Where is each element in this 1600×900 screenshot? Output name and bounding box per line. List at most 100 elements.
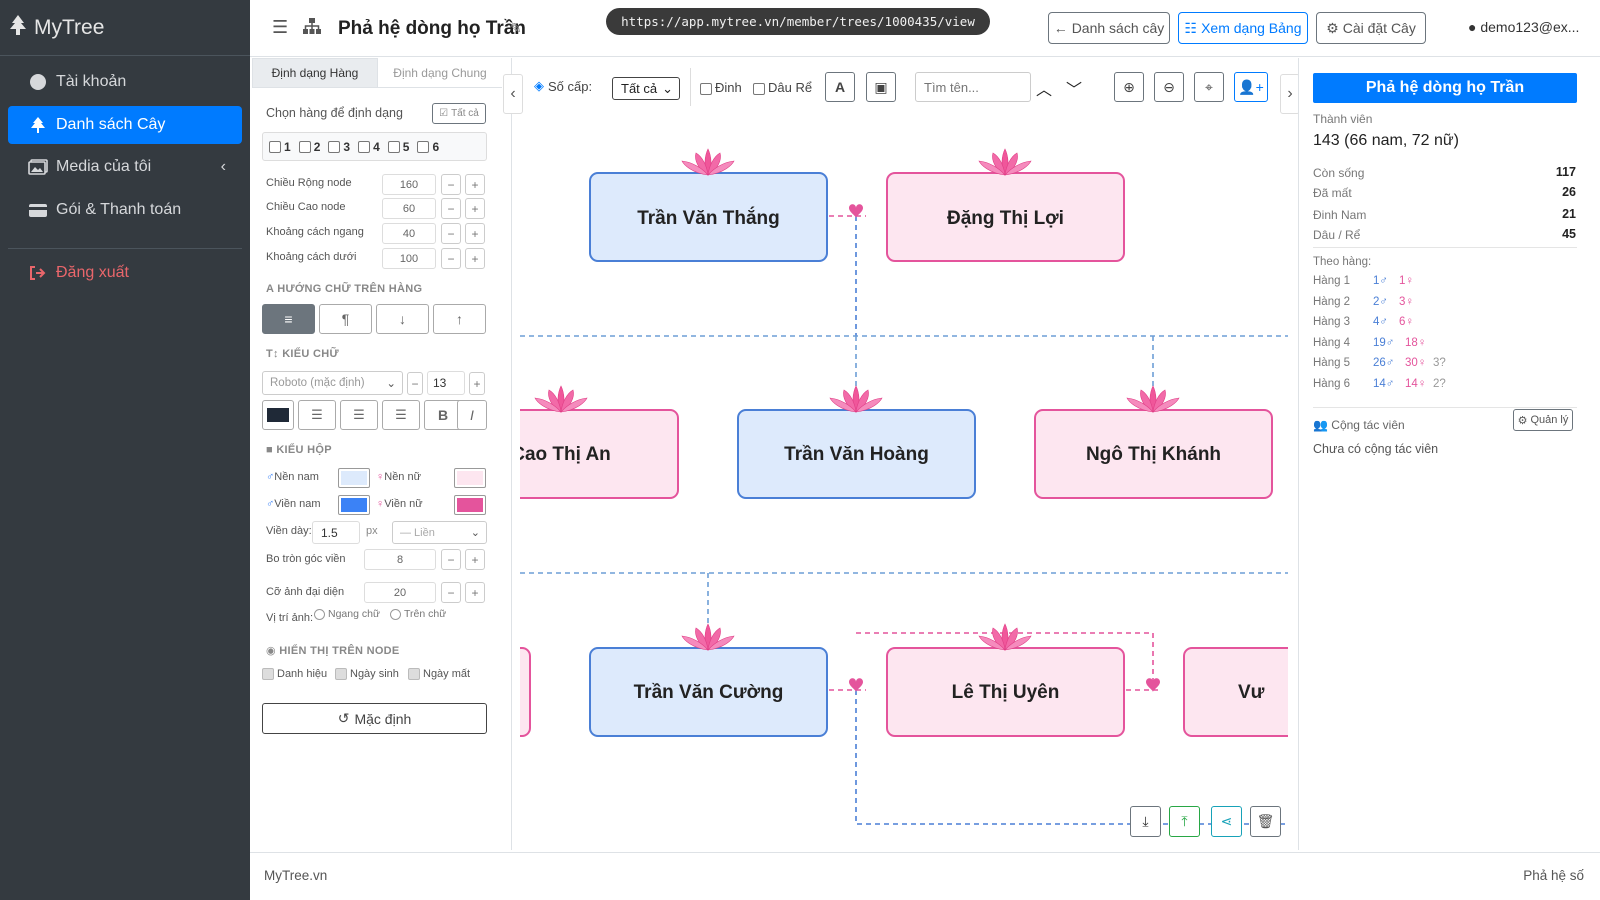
row-checkbox-2[interactable]: 2 [298,140,320,154]
hamburger-icon[interactable]: ☰ [272,17,289,37]
person-node[interactable]: Lê Thị Uyên [886,647,1125,737]
avatar-pos-vertical-radio[interactable]: Trên chữ [390,608,446,620]
border-style-select[interactable]: — Liền ⌄ [392,521,487,544]
nav-account[interactable]: Tài khoản [8,63,242,101]
show-title-checkbox[interactable]: Danh hiệu [262,668,327,681]
eye-icon: ◉ [266,645,280,657]
align-left-button[interactable]: ☰ [298,400,336,430]
row-checkbox-4[interactable]: 4 [358,140,380,154]
select-all-button[interactable]: ☑ Tất cả [432,103,486,124]
font-family-select[interactable]: Roboto (mặc định) ⌄ [262,371,403,395]
download-button[interactable]: ⤓ [1130,806,1161,837]
center-view-button[interactable]: ⌖ [1194,72,1224,102]
row-checkbox-1[interactable]: 1 [269,140,291,154]
search-next-button[interactable]: ﹀ [1066,76,1082,100]
text-dir-up-button[interactable]: ↑ [433,304,486,334]
levels-select[interactable]: Tất cả ⌄ [612,77,680,100]
delete-button[interactable]: 🗑 [1250,806,1281,837]
person-node[interactable]: Vư [1183,647,1288,737]
h-gap-minus[interactable]: − [441,223,461,244]
tab-general-format[interactable]: Định dạng Chung [393,66,487,80]
show-birth-checkbox[interactable]: Ngày sinh [335,668,399,681]
nav-billing[interactable]: Gói & Thanh toán [8,191,242,229]
search-prev-button[interactable]: ︿ [1036,76,1052,100]
collapse-left-panel-button[interactable]: ‹ [503,74,523,114]
brand[interactable]: MyTree [0,0,250,56]
upload-button[interactable]: ⤒ [1169,806,1200,837]
node-height-minus[interactable]: − [441,198,461,219]
italic-button[interactable]: I [457,400,487,430]
tab-row-format[interactable]: Định dạng Hàng [252,58,378,88]
tree-settings-button[interactable]: ⚙ Cài đặt Cây [1316,12,1426,44]
show-death-checkbox[interactable]: Ngày mất [408,668,470,681]
person-node-partial[interactable] [520,647,531,737]
text-dir-horizontal-button[interactable]: ≡ [262,304,315,334]
bold-button[interactable]: B [424,400,462,430]
radius-minus[interactable]: − [441,549,461,570]
node-height-input[interactable]: 60 [382,198,436,219]
pencil-icon[interactable]: ✎ [510,20,522,36]
node-width-input[interactable]: 160 [382,174,436,195]
bg-male-color[interactable] [338,468,370,488]
align-center-button[interactable]: ☰ [340,400,378,430]
reset-default-button[interactable]: ↺ Mặc định [262,703,487,734]
border-female-color[interactable] [454,495,486,515]
person-node[interactable]: Trần Văn Cường [589,647,828,737]
text-toggle-button[interactable]: A [825,72,855,102]
dinh-filter-checkbox[interactable]: Đinh [700,80,742,95]
nav-logout[interactable]: Đăng xuất [8,254,242,292]
share-button[interactable]: ⋖ [1211,806,1242,837]
text-dir-paragraph-button[interactable]: ¶ [319,304,372,334]
radius-plus[interactable]: + [465,549,485,570]
text-dir-down-button[interactable]: ↓ [376,304,429,334]
h-gap-plus[interactable]: + [465,223,485,244]
square-icon: ■ [266,444,277,456]
collapse-right-panel-button[interactable]: › [1280,74,1300,114]
footer-brand[interactable]: MyTree.vn [264,868,328,883]
v-gap-input[interactable]: 100 [382,248,436,269]
person-node[interactable]: Đặng Thị Lợi [886,172,1125,262]
row-checkbox-6[interactable]: 6 [417,140,439,154]
border-width-input[interactable]: 1.5 [312,521,360,544]
row-checkbox-5[interactable]: 5 [387,140,409,154]
person-node[interactable]: Cao Thị An [520,409,679,499]
person-node[interactable]: Ngô Thị Khánh [1034,409,1273,499]
avatar-size-input[interactable]: 20 [364,582,436,603]
font-size-plus[interactable]: + [469,372,485,395]
row-checkbox-3[interactable]: 3 [328,140,350,154]
family-tree-canvas[interactable]: Trần Văn Thắng Đặng Thị Lợi Cao Thị An T… [520,58,1288,850]
tree-icon [28,116,48,134]
tree-list-button[interactable]: ← Danh sách cây [1048,12,1170,44]
dau-re-filter-checkbox[interactable]: Dâu Rể [753,80,812,95]
avatar-size-plus[interactable]: + [465,582,485,603]
radius-input[interactable]: 8 [364,549,436,570]
node-height-plus[interactable]: + [465,198,485,219]
font-size-input[interactable]: 13 [427,371,465,395]
image-toggle-button[interactable]: ▣ [866,72,896,102]
user-menu[interactable]: ● demo123@ex... [1468,19,1579,35]
bg-female-color[interactable] [454,468,486,488]
font-color-picker[interactable] [262,400,294,430]
manage-collaborators-button[interactable]: ⚙Quản lý [1513,409,1573,431]
avatar-pos-horizontal-radio[interactable]: Ngang chữ [314,608,380,620]
v-gap-minus[interactable]: − [441,248,461,269]
view-table-button[interactable]: ☷ Xem dạng Bảng [1178,12,1308,44]
nav-trees[interactable]: Danh sách Cây [8,106,242,144]
nav-media[interactable]: Media của tôi ‹ [8,148,242,186]
person-node[interactable]: Trần Văn Hoàng [737,409,976,499]
zoom-out-button[interactable]: ⊖ [1154,72,1184,102]
node-width-plus[interactable]: + [465,174,485,195]
node-width-minus[interactable]: − [441,174,461,195]
zoom-in-button[interactable]: ⊕ [1114,72,1144,102]
add-person-button[interactable]: 👤+ [1234,72,1268,102]
font-icon: A [834,79,846,95]
font-size-minus[interactable]: − [407,372,423,395]
person-node[interactable]: Trần Văn Thắng [589,172,828,262]
avatar-size-minus[interactable]: − [441,582,461,603]
search-name-input[interactable] [915,72,1031,102]
h-gap-input[interactable]: 40 [382,223,436,244]
v-gap-plus[interactable]: + [465,248,485,269]
border-male-color[interactable] [338,495,370,515]
chevron-left-icon[interactable]: ‹ [220,158,226,175]
align-right-button[interactable]: ☰ [382,400,420,430]
